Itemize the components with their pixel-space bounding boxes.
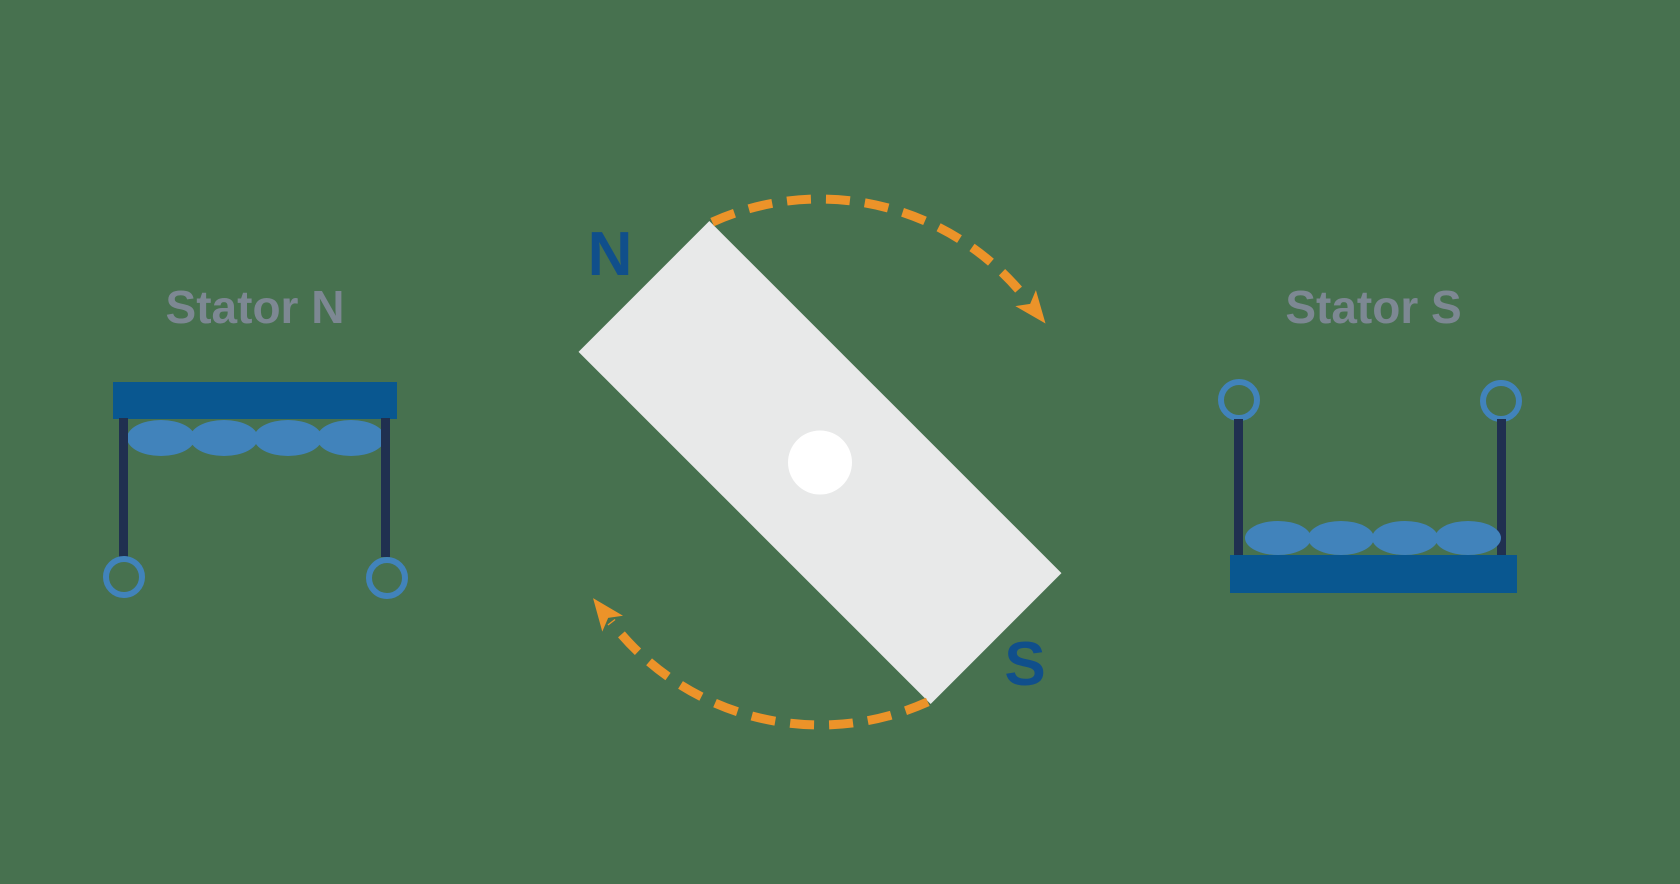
stator-n-coil-turn [190,420,258,456]
stator-n-terminal-ring-right [366,557,408,599]
rotor-north-pole-label: N [587,220,633,289]
stator-s-core-bar [1230,555,1517,593]
stator-n-coil-turn [317,420,385,456]
stator-s-lead-wire-right [1497,419,1506,556]
stator-s-lead-wire-left [1234,419,1243,556]
stator-s-coil-turn [1245,521,1311,555]
stator-s-label: Stator S [1285,281,1462,333]
rotor-south-pole-label: S [1004,630,1046,699]
stator-s-terminal-ring-left [1218,379,1260,421]
rotation-arc-bottom [593,598,930,730]
stator-n-label: Stator N [165,281,345,333]
stator-n-coil-turn [127,420,195,456]
stator-s-coil-turn [1372,521,1438,555]
stator-n-core-bar [113,382,397,419]
stator-n-terminal-ring-left [103,556,145,598]
stator-n-lead-wire-left [119,418,128,557]
stator-n-coil-turn [254,420,322,456]
rotor-shaft [788,430,852,495]
stator-s-coil-turn [1308,521,1374,555]
stator-n-lead-wire-right [381,418,390,557]
rotation-arc-top [710,194,1046,324]
stator-s-coil-turn [1435,521,1501,555]
